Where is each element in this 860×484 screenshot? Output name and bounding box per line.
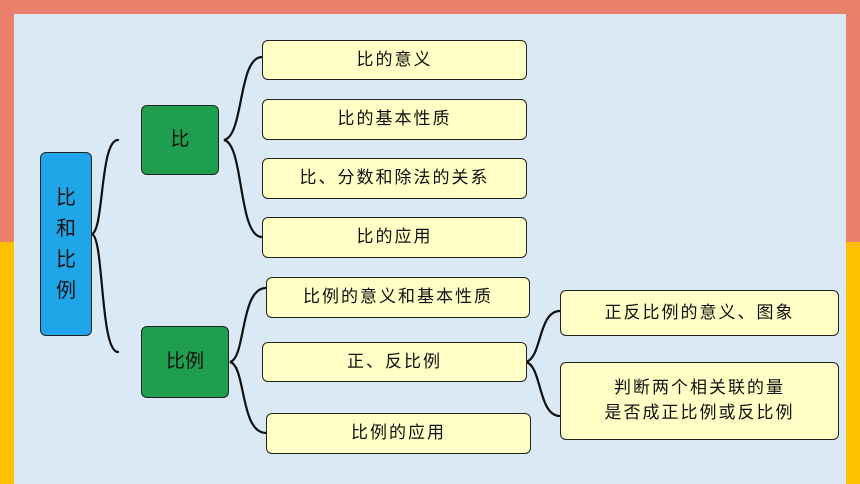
leaf-label: 比的应用 [356, 227, 433, 248]
root-char: 例 [56, 278, 76, 302]
branch1-brace [223, 55, 264, 239]
leaf-label: 比、分数和除法的关系 [299, 168, 490, 189]
root-node: 比 和 比 例 [40, 152, 92, 336]
leaf-node: 比例的意义和基本性质 [266, 277, 530, 318]
root-char: 和 [56, 216, 76, 240]
leaf-node: 比例的应用 [266, 413, 531, 454]
leaf-label: 比的基本性质 [337, 109, 452, 130]
sub-leaf-label: 正反比例的意义、图象 [604, 302, 795, 323]
root-char: 比 [56, 247, 76, 271]
leaf-label: 正、反比例 [347, 351, 442, 372]
leaf-label: 比例的意义和基本性质 [303, 287, 493, 308]
leaf-node: 比、分数和除法的关系 [262, 158, 527, 199]
sub-leaf-line: 是否成正比例或反比例 [604, 403, 795, 423]
sub-brace [525, 309, 562, 418]
sub-leaf-node: 正反比例的意义、图象 [560, 290, 839, 336]
branch-node-proportion: 比例 [141, 326, 229, 398]
sub-leaf-node: 判断两个相关联的量 是否成正比例或反比例 [560, 362, 839, 440]
root-brace [88, 138, 120, 354]
branch2-brace [229, 286, 268, 435]
branch-node-ratio: 比 [141, 105, 219, 175]
branch-label: 比 [170, 128, 190, 151]
root-char: 比 [56, 185, 76, 209]
leaf-node: 比的意义 [262, 40, 527, 80]
leaf-node: 正、反比例 [262, 342, 527, 382]
sub-leaf-line: 判断两个相关联的量 [614, 378, 785, 399]
leaf-node: 比的基本性质 [262, 99, 527, 140]
leaf-label: 比例的应用 [351, 423, 446, 444]
leaf-label: 比的意义 [356, 49, 433, 70]
leaf-node: 比的应用 [262, 217, 527, 258]
branch-label: 比例 [165, 350, 204, 373]
